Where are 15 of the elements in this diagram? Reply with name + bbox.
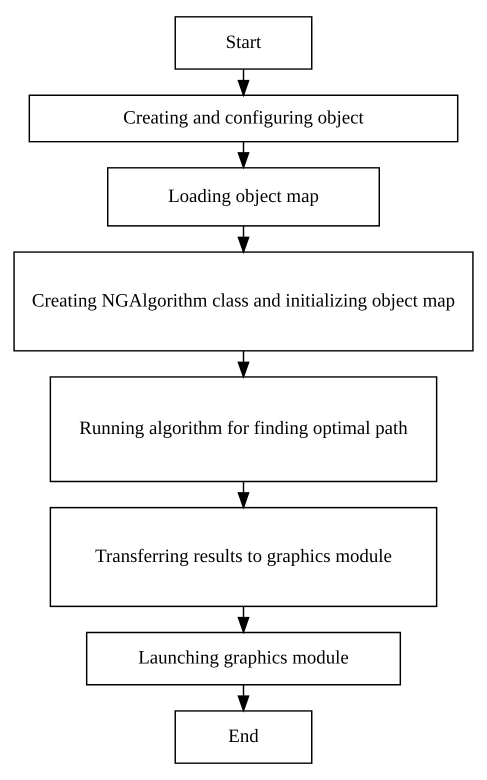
node-box: Start xyxy=(174,16,312,70)
node-box: Creating and configuring object xyxy=(28,94,458,142)
node-box: Running algorithm for finding optimal path xyxy=(50,376,438,482)
node-box: Creating NGAlgorithm class and initializing object map xyxy=(13,251,474,352)
node-box: End xyxy=(174,710,312,764)
arrow xyxy=(237,350,250,380)
node-box: Loading object map xyxy=(107,167,380,227)
node-box: Transferring results to graphics module xyxy=(50,506,438,608)
arrow xyxy=(237,684,250,713)
arrow xyxy=(237,69,250,98)
node-box: Launching graphics module xyxy=(86,632,402,686)
arrow xyxy=(237,226,250,254)
arrow xyxy=(237,606,250,634)
arrow xyxy=(237,142,250,170)
arrow xyxy=(237,482,250,510)
